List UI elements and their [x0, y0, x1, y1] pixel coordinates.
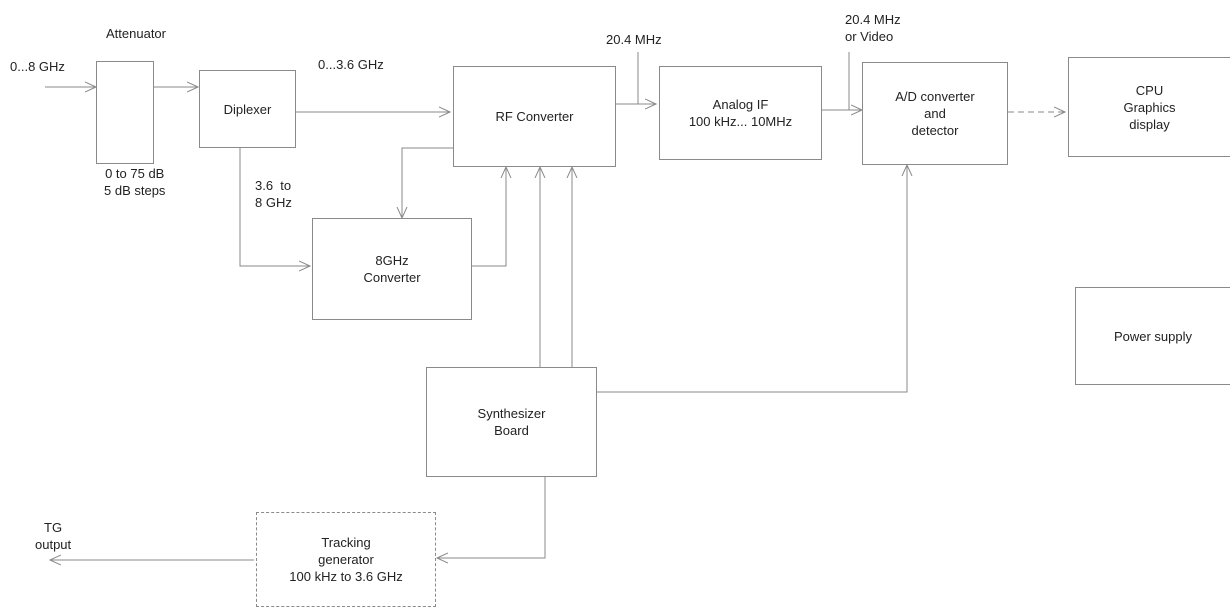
tg-output-line-2: output: [35, 537, 72, 552]
input-range-label: 0...8 GHz: [10, 59, 65, 74]
if-to-ad-arrow: [848, 52, 862, 110]
attenuator-block: [96, 61, 154, 164]
ad-converter-line-2: and: [924, 106, 946, 121]
analog-if-line-1: Analog IF: [712, 97, 769, 112]
cpu-block: CPU Graphics display: [1068, 57, 1230, 157]
rf-converter-block: RF Converter: [453, 66, 616, 167]
rf-to-if-arrow: [637, 52, 656, 104]
power-supply-block: Power supply: [1075, 287, 1230, 385]
synth-to-tg-arrow: [437, 477, 546, 558]
8ghz-converter-block: 8GHz Converter: [312, 218, 472, 320]
attenuation-line-1: 0 to 75 dB: [105, 166, 165, 181]
8ghz-converter-line-2: Converter: [363, 270, 421, 285]
cpu-line-2: Graphics: [1123, 99, 1176, 115]
8ghz-converter-line-1: 8GHz: [375, 253, 409, 268]
low-band-label: 0...3.6 GHz: [318, 57, 384, 72]
if-or-video-line-2: or Video: [845, 29, 894, 44]
cpu-line-1: CPU: [1135, 82, 1164, 98]
tracking-generator-line-1: Tracking: [321, 535, 371, 550]
diplexer-to-8ghz-arrow: [239, 148, 310, 266]
diplexer-text: Diplexer: [223, 101, 272, 117]
analog-if-block: Analog IF 100 kHz... 10MHz: [659, 66, 822, 160]
if-or-video-line-1: 20.4 MHz: [845, 12, 901, 27]
cpu-line-3: display: [1129, 116, 1170, 132]
high-band-line-1: 3.6 to: [255, 178, 292, 193]
synthesizer-block: Synthesizer Board: [426, 367, 597, 477]
rf-to-8ghz-arrow: [402, 147, 453, 218]
tracking-generator-block: Tracking generator 100 kHz to 3.6 GHz: [256, 512, 436, 607]
rf-converter-text: RF Converter: [495, 109, 574, 124]
synthesizer-line-2: Board: [494, 423, 529, 438]
high-band-label: 3.6 to 8 GHz: [255, 177, 292, 211]
attenuation-line-2: 5 dB steps: [104, 183, 166, 198]
attenuation-label: 0 to 75 dB 5 dB steps: [104, 165, 165, 199]
ad-converter-block: A/D converter and detector: [862, 62, 1008, 165]
high-band-line-2: 8 GHz: [255, 195, 292, 210]
ad-converter-line-1: A/D converter: [895, 89, 975, 104]
ad-converter-line-3: detector: [911, 123, 959, 138]
tg-output-line-1: TG: [44, 520, 63, 535]
tracking-generator-line-3: 100 kHz to 3.6 GHz: [289, 569, 403, 584]
synth-to-ad-arrow: [597, 165, 907, 393]
tg-output-label: TG output: [35, 519, 71, 553]
analog-if-line-2: 100 kHz... 10MHz: [688, 114, 793, 129]
if-or-video-label: 20.4 MHz or Video: [845, 11, 901, 45]
power-supply-text: Power supply: [1113, 328, 1193, 344]
diplexer-block: Diplexer: [199, 70, 296, 148]
attenuator-label: Attenuator: [106, 26, 166, 41]
if-freq-label: 20.4 MHz: [606, 32, 662, 47]
8ghz-to-rf-arrow: [472, 167, 506, 267]
synthesizer-line-1: Synthesizer: [477, 406, 546, 421]
tracking-generator-line-2: generator: [318, 552, 374, 567]
